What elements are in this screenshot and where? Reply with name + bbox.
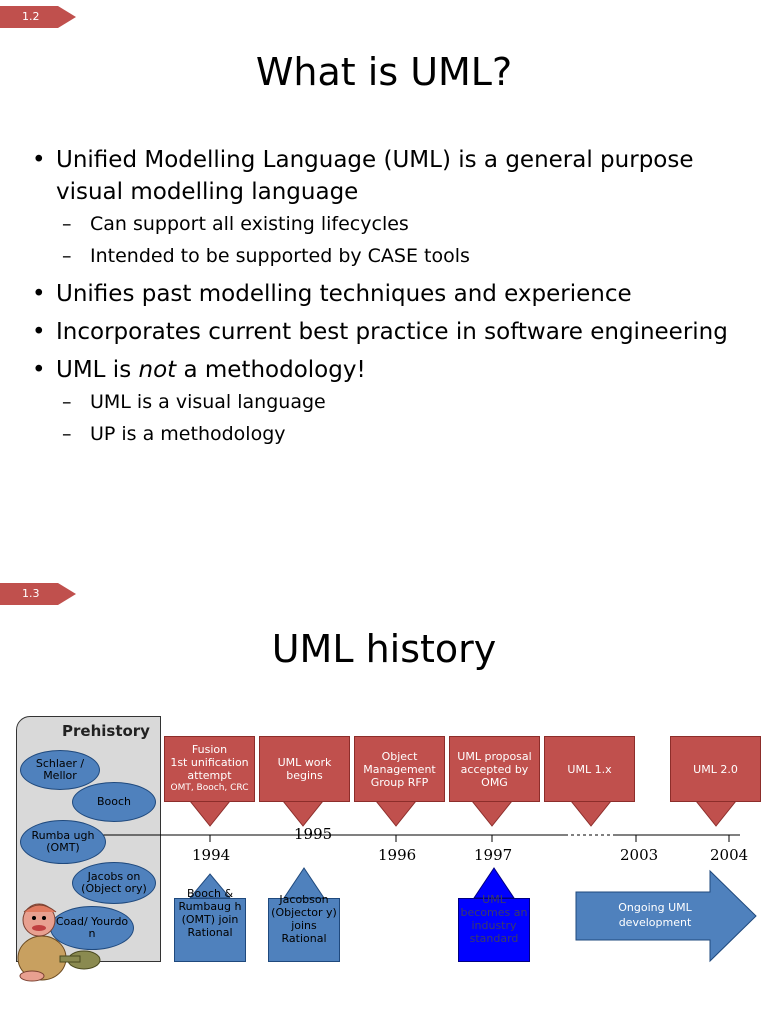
coad-yourdon-oval: Coad/ Yourdo n [50,906,134,950]
event-text: UML becomes an industry standard [460,893,528,945]
bullet-item: UML is not a methodology! [32,354,752,386]
event-text: Jacobson (Objector y) joins Rational [271,893,337,945]
event-uml-proposal: UML proposal accepted by OMG [449,736,540,802]
event-text: OMT, Booch, CRC [170,783,249,793]
year-label: 1994 [192,846,231,864]
event-omg-rfp: Object Management Group RFP [354,736,445,802]
ongoing-development-label: Ongoing UML development [618,901,692,929]
caveman-icon [17,903,101,982]
year-label: 1997 [474,846,513,864]
year-label: 1996 [378,846,417,864]
year-label: 2003 [620,846,659,864]
slide-1: 1.2 What is UML? Unified Modelling Langu… [0,0,768,512]
slide-number-tag: 1.3 [0,583,76,605]
event-jacobson-joins: Jacobson (Objector y) joins Rational [268,893,340,962]
event-text: Booch & Rumbaug h (OMT) join Rational [178,887,242,939]
prehistory-label: Prehistory [62,722,150,740]
schlaer-mellor-oval: Schlaer / Mellor [20,750,100,790]
bullet-item: Unifies past modelling techniques and ex… [32,278,752,310]
jacobson-oval: Jacobs on (Object ory) [72,862,156,904]
event-uml-1x: UML 1.x [544,736,635,802]
timeline-axis [100,800,757,963]
year-label: 1995 [294,825,333,843]
tag-arrow-icon [0,6,76,28]
slide-title: What is UML? [255,50,513,94]
booch-oval: Booch [72,782,156,822]
sub-bullet-item: Intended to be supported by CASE tools [32,240,752,272]
sub-bullet-item: UP is a methodology [32,418,752,450]
event-uml-work-begins: UML work begins [259,736,350,802]
bullet-item: Incorporates current best practice in so… [32,316,752,348]
sub-bullet-item: UML is a visual language [32,386,752,418]
bullet-text: a methodology! [176,357,366,383]
event-text: 1st unification attempt [170,756,249,782]
tag-label: 1.3 [22,587,40,600]
event-booch-rumbaugh-join: Booch & Rumbaug h (OMT) join Rational [174,887,246,962]
rumbaugh-oval: Rumba ugh (OMT) [20,820,106,864]
bullet-list: Unified Modelling Language (UML) is a ge… [32,138,752,450]
tag-label: 1.2 [22,10,40,23]
event-uml-20: UML 2.0 [670,736,761,802]
bullet-item: Unified Modelling Language (UML) is a ge… [32,144,752,208]
bullet-text: UML is [56,357,139,383]
slide-title: UML history [271,627,497,671]
sub-bullet-item: Can support all existing lifecycles [32,208,752,240]
emphasis-text: not [138,357,177,383]
slide-number-tag: 1.2 [0,6,76,28]
event-fusion: Fusion 1st unification attempt OMT, Booc… [164,736,255,802]
tag-arrow-icon [0,583,76,605]
year-label: 2004 [710,846,749,864]
event-text: Fusion [191,743,228,756]
event-uml-standard: UML becomes an industry standard [458,893,530,962]
